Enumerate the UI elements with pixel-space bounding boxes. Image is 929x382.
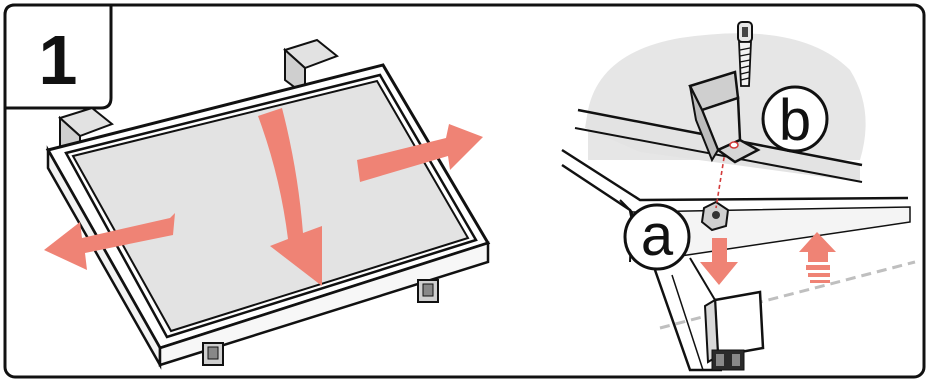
rail-end-cap (705, 292, 763, 370)
callout-a: a (625, 203, 689, 269)
push-up-arrow (799, 232, 836, 283)
callout-b: b (763, 87, 827, 153)
slot-nut (702, 202, 728, 230)
hex-bolt (738, 22, 752, 86)
right-scene: b a (562, 22, 915, 370)
end-clamp-left (203, 343, 223, 365)
solar-panel (48, 65, 488, 365)
step-number: 1 (39, 21, 78, 99)
end-clamp-right (418, 280, 438, 302)
callout-b-label: b (779, 88, 811, 153)
callout-a-label: a (641, 203, 674, 268)
step-number-badge: 1 (5, 5, 111, 108)
